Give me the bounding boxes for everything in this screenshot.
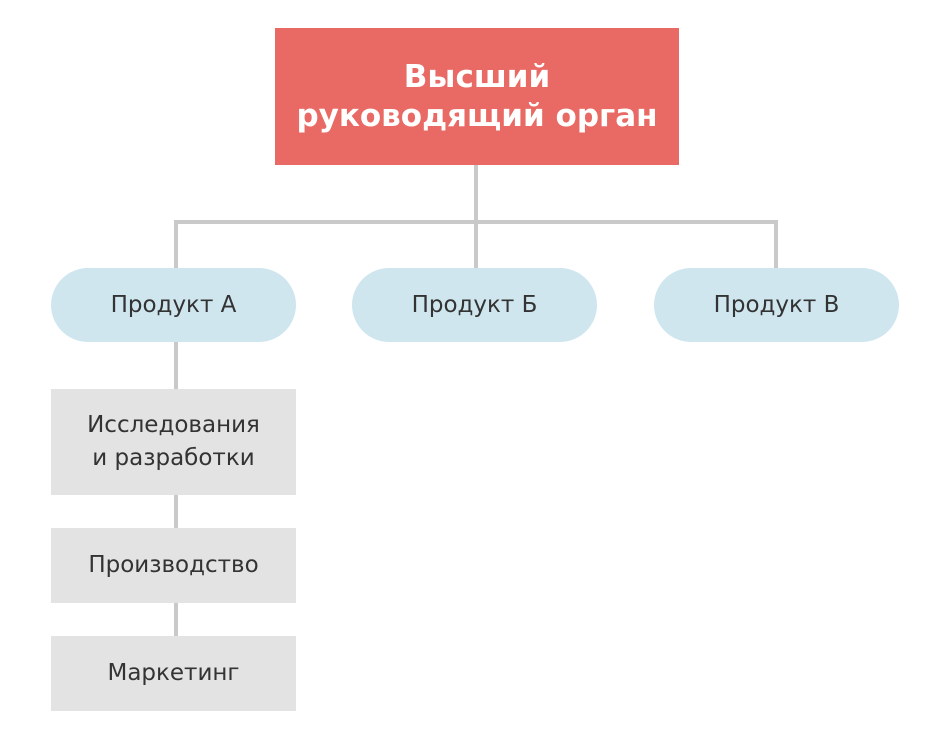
department-research-label: Исследования и разработки	[87, 412, 260, 471]
product-b-node: Продукт Б	[352, 268, 597, 342]
department-production-box: Производство	[51, 528, 296, 603]
top-management-label: Высший руководящий орган	[296, 58, 658, 134]
department-marketing-label: Маркетинг	[107, 660, 240, 686]
top-management-box: Высший руководящий орган	[275, 28, 679, 165]
product-c-label: Продукт В	[713, 292, 840, 318]
product-a-node: Продукт А	[51, 268, 296, 342]
department-research-box: Исследования и разработки	[51, 389, 296, 495]
product-b-label: Продукт Б	[411, 292, 538, 318]
department-marketing-box: Маркетинг	[51, 636, 296, 711]
product-a-label: Продукт А	[110, 292, 237, 318]
product-c-node: Продукт В	[654, 268, 899, 342]
department-production-label: Производство	[88, 552, 259, 578]
